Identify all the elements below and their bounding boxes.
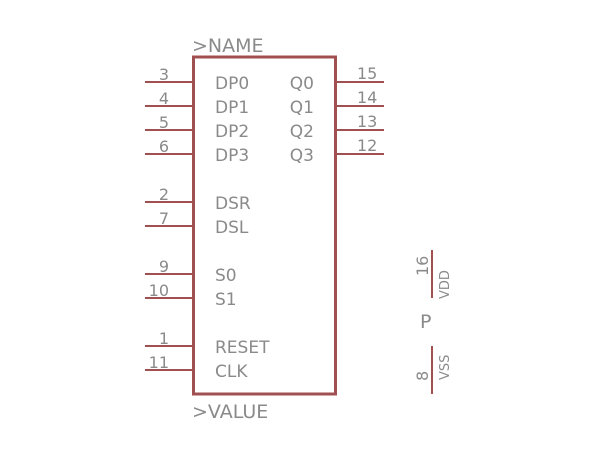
pin-number-clk: 11: [149, 353, 169, 372]
pin-number-dp2: 5: [159, 113, 169, 132]
pin-number-q1: 14: [357, 88, 377, 107]
pin-number-s1: 10: [149, 281, 169, 300]
pin-number-dp1: 4: [159, 89, 169, 108]
pin-label-dp1: DP1: [215, 98, 249, 118]
pin-number-q3: 12: [357, 136, 377, 155]
pin-label-q1: Q1: [290, 98, 314, 118]
pin-label-reset: RESET: [215, 338, 270, 358]
power-pin-group: 16 VDD P 8 VSS: [413, 250, 453, 394]
pin-number-vss: 8: [413, 371, 432, 381]
pin-label-dsr: DSR: [215, 194, 251, 214]
pin-label-clk: CLK: [215, 362, 248, 382]
pin-number-s0: 9: [159, 257, 169, 276]
pin-label-dp3: DP3: [215, 146, 249, 166]
pin-label-q3: Q3: [290, 146, 314, 166]
pin-label-q2: Q2: [290, 122, 314, 142]
pin-label-dsl: DSL: [215, 218, 249, 238]
pin-label-vdd: VDD: [438, 270, 453, 299]
pin-label-s0: S0: [215, 266, 237, 286]
component-body: [192, 55, 337, 396]
pin-number-dsr: 2: [159, 185, 169, 204]
pin-number-q2: 13: [357, 112, 377, 131]
pin-label-s1: S1: [215, 290, 237, 310]
pin-number-dsl: 7: [159, 209, 169, 228]
value-label: >VALUE: [192, 401, 268, 423]
pin-number-dp3: 6: [159, 137, 169, 156]
pin-label-q0: Q0: [290, 74, 314, 94]
left-pin-group: 3 DP0 4 DP1 5 DP2 6 DP3 2 DSR 7 DSL 9 S0…: [145, 65, 270, 382]
pin-label-dp0: DP0: [215, 74, 249, 94]
pin-label-vss: VSS: [438, 355, 453, 380]
power-label: P: [420, 311, 431, 333]
pin-number-vdd: 16: [413, 256, 432, 276]
pin-number-reset: 1: [159, 329, 169, 348]
right-pin-group: 15 Q0 14 Q1 13 Q2 12 Q3: [290, 64, 384, 166]
pin-number-q0: 15: [357, 64, 377, 83]
pin-number-dp0: 3: [159, 65, 169, 84]
pin-label-dp2: DP2: [215, 122, 249, 142]
name-label: >NAME: [192, 35, 264, 57]
